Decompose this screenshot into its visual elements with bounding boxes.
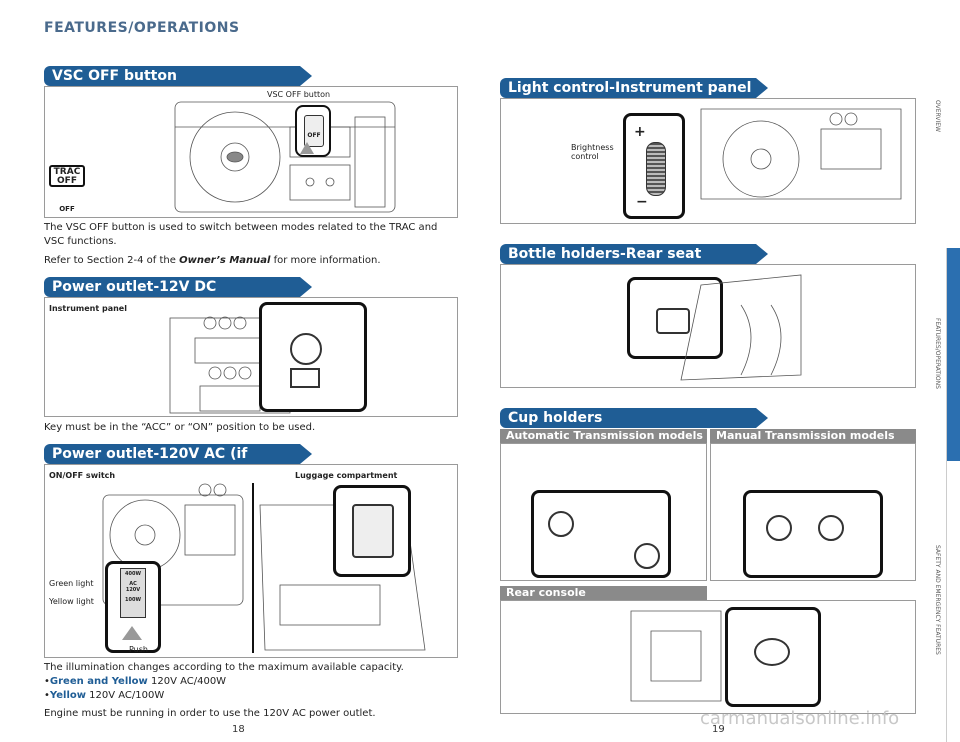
ac120v-switch[interactable]: 400W AC 120V 100W: [120, 568, 146, 618]
bottle-holder-icon: [656, 308, 690, 334]
sidebar-tab-features[interactable]: [946, 248, 960, 461]
page-number-left: 18: [232, 724, 245, 735]
auto-transmission-label: Automatic Transmission models: [500, 429, 707, 443]
page-number-right: 19: [712, 724, 725, 735]
switch-100w: 100W: [125, 597, 141, 603]
page-section-title: FEATURES/OPERATIONS: [44, 20, 240, 36]
push-arrow-icon: [122, 626, 142, 640]
vsc-ref-suffix: for more information.: [270, 255, 381, 266]
light-section-banner: Light control-Instrument panel: [500, 78, 768, 98]
manual-cup-callout: [743, 490, 883, 578]
vsc-arrow-icon: [300, 142, 314, 154]
vsc-description-line1: The VSC OFF button is used to switch bet…: [44, 222, 438, 233]
bottle-illustration: [500, 264, 916, 388]
bullet2-rest: 120V AC/100W: [85, 690, 165, 701]
manual-cup-illustration: [710, 443, 916, 581]
vsc-section-banner: VSC OFF button: [44, 66, 312, 86]
rear-console-callout: [725, 607, 821, 707]
manual-transmission-label: Manual Transmission models: [710, 429, 916, 443]
rear-seat-drawing: [680, 274, 802, 381]
vsc-illustration: OFF VSC OFF button TRAC OFF OFF: [44, 86, 458, 218]
outlet120-section-banner: Power outlet-120V AC (if equipped): [44, 444, 312, 464]
auto-cup-callout: [531, 490, 671, 578]
plus-icon: +: [634, 124, 646, 140]
outlet120-illustration: ON/OFF switch Luggage compartment 400W A…: [44, 464, 458, 658]
push-label: Push: [129, 645, 148, 654]
bullet-yellow: •Yellow 120V AC/100W: [44, 690, 165, 701]
luggage-outlet-callout: [333, 485, 411, 577]
auto-cup-illustration: [500, 443, 707, 581]
trac-off-icon: TRAC OFF: [49, 165, 85, 187]
vsc-ref-prefix: Refer to Section 2-4 of the: [44, 255, 180, 266]
bullet2-bold: Yellow: [49, 690, 86, 701]
watermark-text: carmanualsonline.info: [700, 708, 900, 729]
outlet12-section-banner: Power outlet-12V DC: [44, 277, 312, 297]
instrument-panel-label: Instrument panel: [49, 304, 127, 313]
sidebar-tab-overview[interactable]: [946, 0, 960, 245]
outlet12-callout: [259, 302, 367, 412]
yellow-light-label: Yellow light: [49, 597, 94, 606]
dashboard-drawing: [174, 101, 396, 213]
cup-holder-icon-4: [818, 515, 844, 541]
vsc-off-button-icon[interactable]: OFF: [304, 115, 324, 147]
vsc-callout: OFF: [295, 105, 331, 157]
on-off-switch-label: ON/OFF switch: [49, 471, 116, 480]
bottle-section-banner: Bottle holders-Rear seat: [500, 244, 768, 264]
brightness-control-label: Brightness control: [571, 143, 614, 161]
luggage-compartment-label: Luggage compartment: [295, 471, 398, 480]
cup-holder-icon-2: [634, 543, 660, 569]
brightness-callout: + −: [623, 113, 685, 219]
vsc-off-icon: OFF: [59, 205, 75, 213]
vsc-description-line2: VSC functions.: [44, 236, 117, 247]
bottle-callout: [627, 277, 723, 359]
light-illustration: Brightness control + −: [500, 98, 916, 224]
sidebar-label-overview: OVERVIEW: [934, 100, 941, 132]
sidebar-label-features: FEATURES/OPERATIONS: [934, 318, 941, 389]
switch-ac120v: AC 120V: [125, 581, 141, 593]
rear-console-label: Rear console: [500, 586, 707, 600]
brightness-dial-icon[interactable]: [646, 142, 666, 196]
green-light-label: Green light: [49, 579, 94, 588]
outlet120-switch-callout: 400W AC 120V 100W: [105, 561, 161, 653]
cup-holder-icon-1: [548, 511, 574, 537]
bullet1-bold: Green and Yellow: [49, 676, 148, 687]
outlet120-illumination-text: The illumination changes according to th…: [44, 662, 404, 673]
vsc-callout-label: VSC OFF button: [267, 90, 331, 99]
owners-manual-ref: Owner’s Manual: [179, 255, 271, 266]
sidebar-label-safety: SAFETY AND EMERGENCY FEATURES: [934, 545, 941, 655]
switch-400w: 400W: [125, 571, 141, 577]
outlet12-illustration: Instrument panel: [44, 297, 458, 417]
outlet-cap-icon: [290, 333, 322, 365]
bullet-green-yellow: •Green and Yellow 120V AC/400W: [44, 676, 227, 687]
bullet1-rest: 120V AC/400W: [147, 676, 227, 687]
driver-cockpit-drawing: [700, 108, 902, 200]
rear-cup-holder-icon: [754, 638, 790, 666]
cup-holder-icon-3: [766, 515, 792, 541]
outlet-socket-icon: [290, 368, 320, 388]
cup-section-banner: Cup holders: [500, 408, 768, 428]
rear-console-illustration: [500, 600, 916, 714]
engine-running-note: Engine must be running in order to use t…: [44, 708, 376, 719]
vsc-reference: Refer to Section 2-4 of the Owner’s Manu…: [44, 255, 381, 266]
minus-icon: −: [636, 194, 648, 210]
sidebar-divider: [946, 248, 947, 742]
luggage-outlet-icon: [352, 504, 394, 558]
center-console-drawing: [169, 316, 291, 414]
rear-console-drawing: [630, 610, 722, 702]
outlet12-description: Key must be in the “ACC” or “ON” positio…: [44, 422, 316, 433]
luggage-divider: [252, 483, 254, 653]
